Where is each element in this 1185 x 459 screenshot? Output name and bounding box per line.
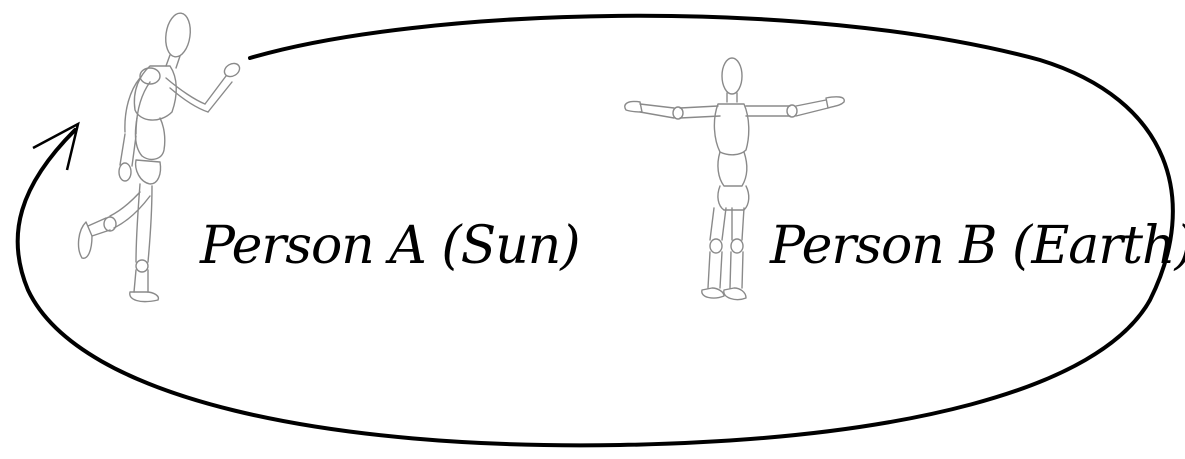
person-b-label: Person B (Earth) xyxy=(770,216,1185,276)
person-a-figure xyxy=(77,12,241,303)
person-a-label: Person A (Sun) xyxy=(200,216,581,276)
orbit-path xyxy=(15,13,1175,448)
person-b-figure xyxy=(624,57,845,301)
orbit-arrowhead xyxy=(32,121,80,171)
